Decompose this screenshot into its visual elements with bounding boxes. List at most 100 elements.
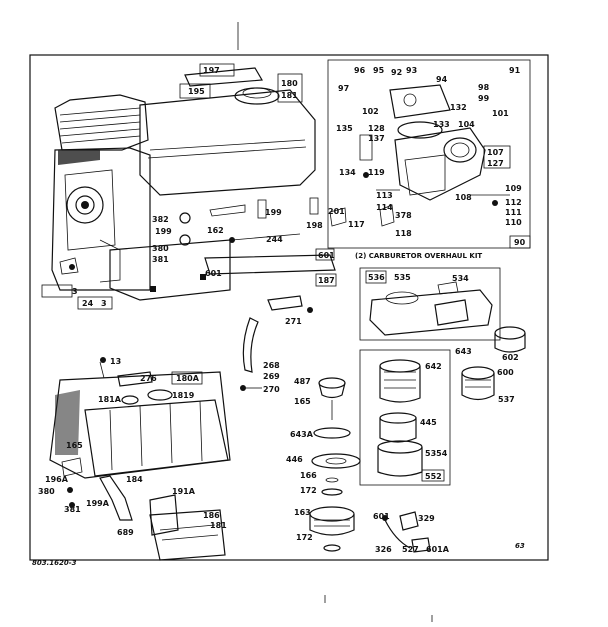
- part-label-101: 101: [492, 109, 509, 118]
- filter-box: [359, 349, 451, 486]
- part-label-445: 445: [420, 418, 437, 427]
- part-label-180: 180: [281, 79, 298, 88]
- part-label-268: 268: [263, 361, 280, 370]
- part-label-535: 535: [394, 273, 411, 282]
- part-label-276: 276: [140, 374, 157, 383]
- part-label-134: 134: [339, 168, 356, 177]
- part-label-534: 534: [452, 274, 469, 283]
- air-cleaner-assembly: [369, 281, 526, 401]
- part-label-91: 91: [509, 66, 521, 75]
- engine-labels: 197 195 180 181 382 199 199 380 381 162 …: [41, 63, 337, 310]
- part-label-24: 24: [82, 299, 94, 308]
- label-box-552: [421, 469, 445, 482]
- part-label-643: 643: [455, 347, 472, 356]
- part-label-3b: 3: [101, 299, 107, 308]
- part-label-269: 269: [263, 372, 280, 381]
- part-label-643a: 643A: [290, 430, 314, 439]
- part-label-98: 98: [478, 83, 490, 92]
- part-label-270: 270: [263, 385, 280, 394]
- belt-labels: 271 268 269 270: [263, 317, 302, 394]
- part-label-381: 381: [152, 255, 169, 264]
- part-label-601-lower: 601: [205, 269, 222, 278]
- part-label-102: 102: [362, 107, 379, 116]
- carburetor-box: [327, 59, 531, 249]
- label-box-187: [315, 273, 337, 287]
- part-label-381b: 381: [64, 505, 81, 514]
- part-label-380: 380: [152, 244, 169, 253]
- part-label-163: 163: [294, 508, 311, 517]
- part-label-118: 118: [395, 229, 412, 238]
- air-cleaner-box: [359, 267, 501, 341]
- part-label-172: 172: [300, 486, 317, 495]
- part-label-689: 689: [117, 528, 134, 537]
- label-box-24-3: [77, 296, 113, 310]
- carburetor-labels: 96 95 92 93 91 97 94 98 99 102 132 101 1…: [328, 66, 531, 260]
- part-label-97: 97: [338, 84, 349, 93]
- kit-caption: (2) CARBURETOR OVERHAUL KIT: [355, 252, 482, 260]
- part-label-128: 128: [368, 124, 385, 133]
- fuel-line-assembly: [382, 511, 431, 553]
- part-label-600: 600: [497, 368, 514, 377]
- part-label-113: 113: [376, 191, 393, 200]
- part-label-181b: 181: [210, 521, 227, 530]
- label-box-180: [277, 73, 303, 103]
- part-label-107: 107: [487, 148, 504, 157]
- label-box-601: [315, 248, 335, 261]
- part-label-184: 184: [126, 475, 143, 484]
- part-label-94: 94: [436, 75, 448, 84]
- part-label-199-left: 199: [155, 227, 172, 236]
- part-label-165b: 165: [66, 441, 83, 450]
- part-label-552: 552: [425, 472, 442, 481]
- part-label-527: 527: [402, 545, 419, 554]
- part-label-487: 487: [294, 377, 311, 386]
- air-cleaner-labels: 536 535 534 643 602 600 537: [365, 270, 519, 404]
- fuel-line-labels: 601 329 326 527 601A: [373, 512, 450, 554]
- part-label-166: 166: [300, 471, 317, 480]
- page-number: 63: [515, 542, 525, 550]
- part-label-92: 92: [391, 68, 402, 77]
- label-box-107-127: [483, 145, 511, 169]
- part-label-198: 198: [306, 221, 323, 230]
- part-label-127: 127: [487, 159, 504, 168]
- part-label-108: 108: [455, 193, 472, 202]
- part-label-326: 326: [375, 545, 392, 554]
- part-label-1819: 1819: [172, 391, 195, 400]
- carburetor-assembly: [329, 84, 510, 227]
- part-label-195: 195: [188, 87, 205, 96]
- part-label-378: 378: [395, 211, 412, 220]
- part-label-93: 93: [406, 66, 417, 75]
- center-stack-parts: [309, 377, 361, 552]
- part-label-99: 99: [478, 94, 490, 103]
- part-label-271: 271: [285, 317, 302, 326]
- part-label-244: 244: [266, 235, 283, 244]
- part-label-601a: 601A: [426, 545, 450, 554]
- part-label-162: 162: [207, 226, 224, 235]
- part-label-536: 536: [368, 273, 385, 282]
- engine-assembly: [51, 67, 336, 301]
- center-stack-labels: 487 165 643A 446 166 172 163 172: [286, 377, 317, 542]
- part-label-111: 111: [505, 208, 522, 217]
- part-label-3a: 3: [72, 287, 78, 296]
- part-label-104: 104: [458, 120, 475, 129]
- part-label-191a: 191A: [172, 487, 196, 496]
- part-label-110: 110: [505, 218, 522, 227]
- part-label-137: 137: [368, 134, 385, 143]
- part-label-601: 601: [318, 251, 335, 260]
- part-label-117: 117: [348, 220, 365, 229]
- part-label-199a: 199A: [86, 499, 110, 508]
- part-label-90: 90: [514, 238, 526, 247]
- part-label-109: 109: [505, 184, 522, 193]
- part-label-132: 132: [450, 103, 467, 112]
- part-label-602: 602: [502, 353, 519, 362]
- filter-assembly: [377, 359, 423, 477]
- part-label-201: 201: [328, 207, 345, 216]
- label-box-197: [199, 63, 235, 77]
- belt-and-link-parts: [240, 295, 313, 391]
- fuel-tank-labels: 13 276 180A 181A 1819 165 196A 380 381 1…: [38, 357, 227, 537]
- fuel-tank-assembly: [49, 357, 231, 561]
- part-label-382: 382: [152, 215, 169, 224]
- part-label-114: 114: [376, 203, 393, 212]
- part-label-380b: 380: [38, 487, 55, 496]
- part-label-197: 197: [203, 66, 220, 75]
